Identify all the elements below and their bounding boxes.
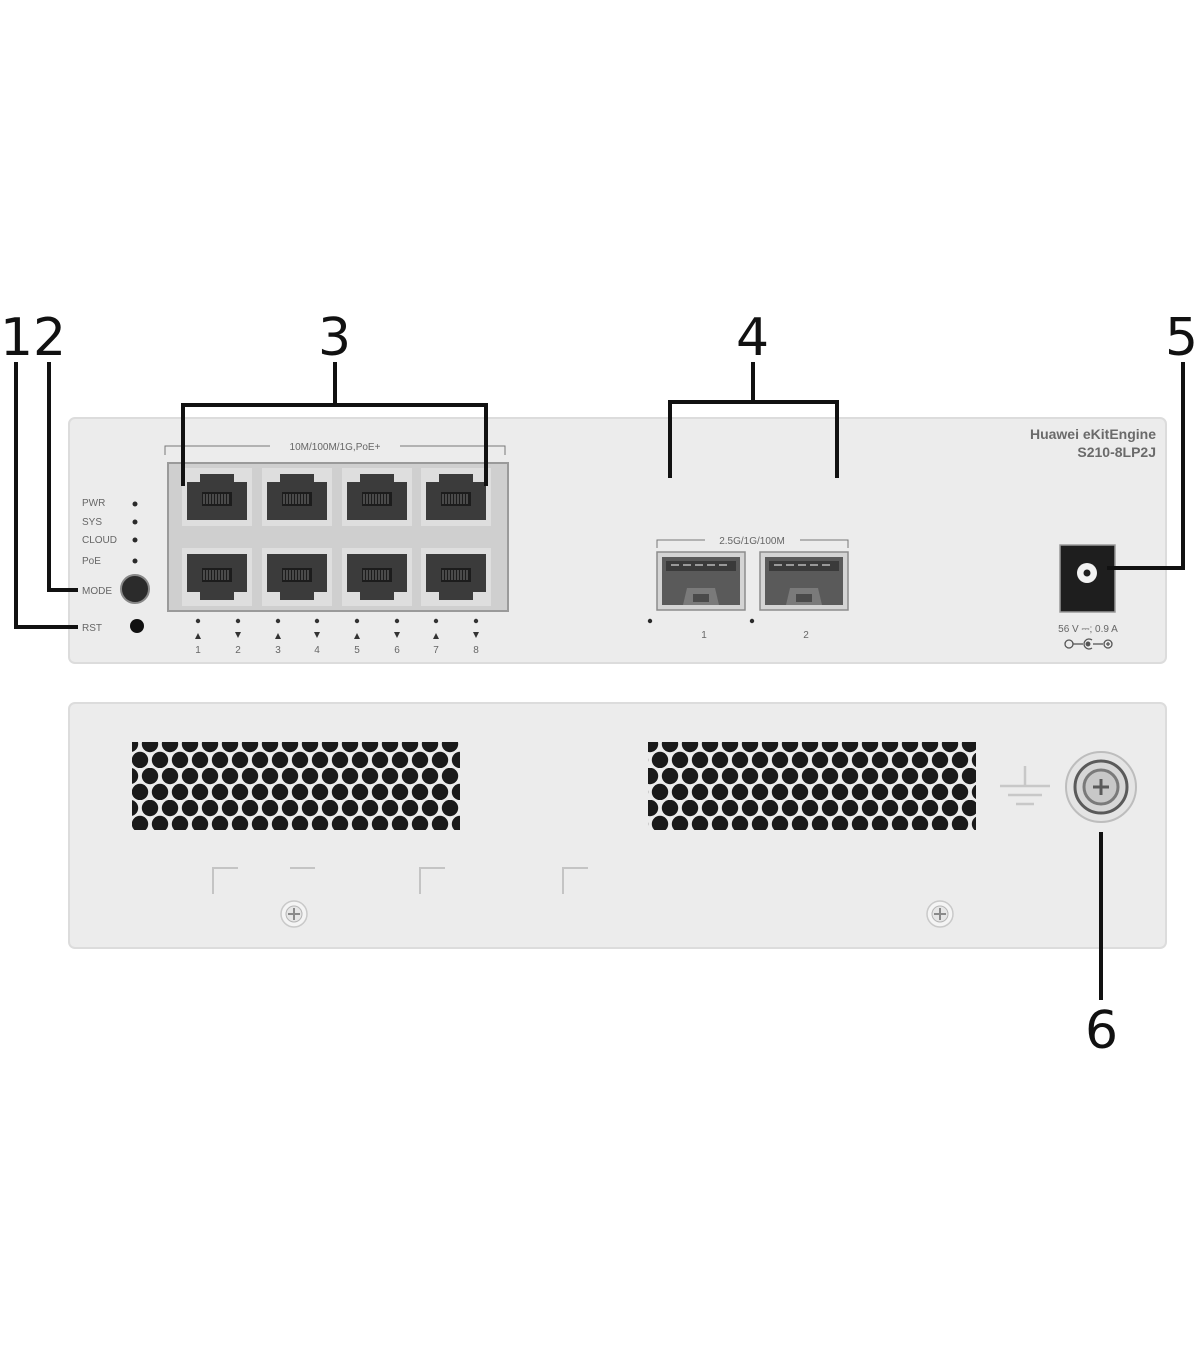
callout-4: 4 bbox=[736, 308, 770, 368]
sfp-led-1 bbox=[647, 618, 653, 624]
port-number-8: 8 bbox=[473, 645, 479, 656]
rj45-port-7[interactable] bbox=[420, 467, 492, 527]
mode-label: MODE bbox=[82, 586, 112, 597]
port-number-6: 6 bbox=[394, 645, 400, 656]
led-cloud bbox=[132, 537, 138, 543]
led-label-cloud: CLOUD bbox=[82, 535, 117, 546]
port-number-3: 3 bbox=[275, 645, 281, 656]
rj45-port-8[interactable] bbox=[420, 547, 492, 607]
sfp-led-2 bbox=[749, 618, 755, 624]
led-pwr bbox=[132, 501, 138, 507]
rj45-port-indicators bbox=[195, 618, 479, 639]
rst-label: RST bbox=[82, 623, 102, 634]
rj45-group-label: 10M/100M/1G,PoE+ bbox=[290, 442, 381, 453]
port-number-2: 2 bbox=[235, 645, 241, 656]
led-label-poe: PoE bbox=[82, 556, 101, 567]
port-number-1: 1 bbox=[195, 645, 201, 656]
rj45-port-3[interactable] bbox=[261, 467, 333, 527]
callout-2: 2 bbox=[33, 308, 67, 368]
sfp-port-2[interactable] bbox=[759, 551, 849, 611]
led-poe bbox=[132, 558, 138, 564]
rst-button[interactable] bbox=[130, 619, 144, 633]
mode-button[interactable] bbox=[120, 574, 150, 604]
vent-right bbox=[648, 742, 976, 830]
rj45-port-6[interactable] bbox=[341, 547, 413, 607]
screw-left bbox=[280, 900, 308, 928]
rj45-group-bracket: 10M/100M/1G,PoE+ bbox=[164, 442, 506, 455]
rj45-port-2[interactable] bbox=[181, 547, 253, 607]
sfp-number-2: 2 bbox=[803, 630, 809, 641]
vent-left bbox=[132, 742, 460, 830]
ground-symbol-icon bbox=[1000, 766, 1050, 806]
sfp-group-bracket: 2.5G/1G/100M bbox=[656, 536, 849, 548]
ground-screw[interactable] bbox=[1065, 751, 1137, 823]
led-label-sys: SYS bbox=[82, 517, 102, 528]
model-name: S210-8LP2J bbox=[1077, 444, 1156, 460]
sfp-group-label: 2.5G/1G/100M bbox=[719, 536, 785, 547]
leader-lines bbox=[14, 362, 1185, 1000]
sfp-port-1[interactable] bbox=[656, 551, 746, 611]
port-number-5: 5 bbox=[354, 645, 360, 656]
rj45-port-1[interactable] bbox=[181, 467, 253, 527]
callout-5: 5 bbox=[1165, 308, 1199, 368]
power-rating: 56 V ⎓; 0.9 A bbox=[1058, 624, 1118, 635]
mounting-marks bbox=[212, 867, 588, 894]
callout-6: 6 bbox=[1085, 1001, 1119, 1061]
port-number-4: 4 bbox=[314, 645, 320, 656]
brand-name: Huawei eKitEngine bbox=[1030, 426, 1156, 442]
rj45-port-5[interactable] bbox=[341, 467, 413, 527]
screw-right bbox=[926, 900, 954, 928]
led-label-pwr: PWR bbox=[82, 498, 105, 509]
sfp-number-1: 1 bbox=[701, 630, 707, 641]
led-sys bbox=[132, 519, 138, 525]
callout-3: 3 bbox=[318, 308, 352, 368]
dc-polarity-icon bbox=[1064, 638, 1113, 650]
rj45-port-4[interactable] bbox=[261, 547, 333, 607]
port-number-7: 7 bbox=[433, 645, 439, 656]
callout-1: 1 bbox=[0, 308, 34, 368]
